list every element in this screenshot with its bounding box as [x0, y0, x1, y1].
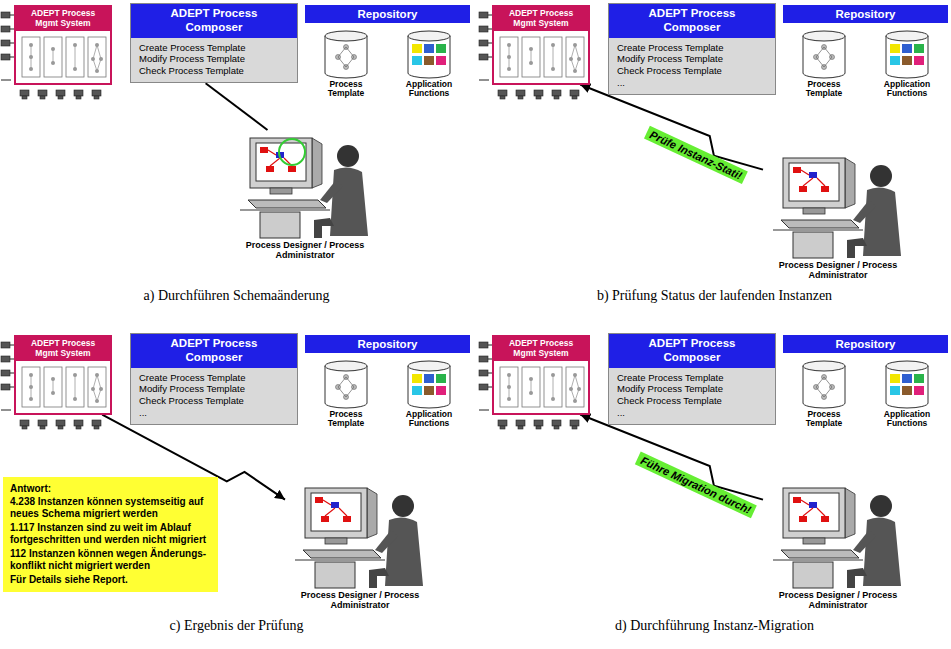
answer-line: Für Details siehe Report.: [10, 574, 211, 586]
panel-caption: c) Ergebnis der Prüfung: [0, 618, 473, 634]
lightning-arrow: [580, 85, 763, 170]
workstation: Process Designer / Process Administrator: [285, 480, 435, 611]
menu-item: ...: [609, 407, 775, 419]
cylinder-picture: [884, 30, 930, 80]
panel-caption: a) Durchführen Schemaänderung: [0, 288, 473, 304]
menu-item: Modify Process Template: [131, 383, 297, 395]
figure-label: Process Designer / Process Administrator: [763, 260, 913, 281]
cylinder-picture: [406, 30, 452, 80]
panel-caption: d) Durchführung Instanz-Migration: [478, 618, 951, 634]
connector-line: [206, 83, 268, 130]
process-overview-picture: [16, 361, 110, 413]
box-title: ADEPT Process Mgmt System: [494, 7, 588, 31]
box-title: Repository: [783, 335, 948, 353]
menu-item: Check Process Template: [609, 65, 775, 77]
menu-item: ...: [609, 77, 775, 89]
figure-label: Application Functions: [874, 80, 940, 99]
computer-user-picture: [763, 480, 913, 590]
database-cylinder: Process Template: [316, 360, 376, 429]
menu-item: Create Process Template: [609, 372, 775, 384]
workstation: Process Designer / Process Administrator: [230, 130, 380, 261]
box-title: ADEPT Process Mgmt System: [494, 337, 588, 361]
box-title: Repository: [305, 335, 470, 353]
answer-box: Antwort: 4.238 Instanzen können systemsei…: [3, 477, 218, 592]
menu-item: ...: [131, 407, 297, 419]
cylinder-picture: [801, 360, 847, 410]
box-title: ADEPT Process Composer: [131, 334, 297, 368]
menu-item: Modify Process Template: [609, 53, 775, 65]
cylinder-picture: [406, 360, 452, 410]
composer-box: ADEPT Process ComposerCreate Process Tem…: [130, 333, 298, 425]
box-title: ADEPT Process Composer: [131, 4, 297, 38]
figure-label: Application Functions: [396, 80, 462, 99]
box-title: ADEPT Process Mgmt System: [16, 337, 110, 361]
menu-item: Create Process Template: [609, 42, 775, 54]
cylinder-picture: [884, 360, 930, 410]
figure-label: Application Functions: [874, 410, 940, 429]
system-box: ADEPT Process Mgmt System: [492, 5, 590, 85]
system-box: ADEPT Process Mgmt System: [14, 335, 112, 415]
menu-item: Modify Process Template: [131, 53, 297, 65]
process-overview-picture: [16, 31, 110, 83]
process-overview-picture: [494, 31, 588, 83]
database-cylinder: Application Functions: [874, 360, 940, 429]
answer-line: 1.117 Instanzen sind zu weit im Ablauf f…: [10, 522, 211, 546]
process-overview-picture: [494, 361, 588, 413]
repository-bar: Repository: [783, 5, 948, 23]
figure-label: Process Designer / Process Administrator: [763, 590, 913, 611]
figure-label: Process Template: [794, 80, 854, 99]
figure-label: Process Template: [316, 410, 376, 429]
figure-label: Process Designer / Process Administrator: [230, 240, 380, 261]
database-cylinder: Process Template: [794, 360, 854, 429]
command-label: Prüfe Instanz-Stati!: [644, 126, 748, 184]
figure-label: Process Template: [316, 80, 376, 99]
menu-item: Create Process Template: [131, 372, 297, 384]
cylinder-picture: [801, 30, 847, 80]
figure-label: Application Functions: [396, 410, 462, 429]
computer-user-picture: [285, 480, 435, 590]
database-cylinder: Process Template: [794, 30, 854, 99]
panel-caption: b) Prüfung Status der laufenden Instanze…: [478, 288, 951, 304]
composer-box: ADEPT Process ComposerCreate Process Tem…: [608, 3, 776, 95]
computer-user-picture: [763, 150, 913, 260]
system-box: ADEPT Process Mgmt System: [14, 5, 112, 85]
database-cylinder: Application Functions: [396, 360, 462, 429]
workstation: Process Designer / Process Administrator: [763, 480, 913, 611]
repository-bar: Repository: [305, 5, 470, 23]
menu-item: Modify Process Template: [609, 383, 775, 395]
composer-box: ADEPT Process ComposerCreate Process Tem…: [608, 333, 776, 425]
repository-bar: Repository: [305, 335, 470, 353]
box-title: ADEPT Process Mgmt System: [16, 7, 110, 31]
box-title: Repository: [305, 5, 470, 23]
box-title: Repository: [783, 5, 948, 23]
composer-box: ADEPT Process ComposerCreate Process Tem…: [130, 3, 298, 83]
repository-bar: Repository: [783, 335, 948, 353]
database-cylinder: Process Template: [316, 30, 376, 99]
database-cylinder: Application Functions: [874, 30, 940, 99]
menu-item: Create Process Template: [131, 42, 297, 54]
menu-item: Check Process Template: [131, 65, 297, 77]
computer-user-picture: [230, 130, 380, 240]
menu-item: Check Process Template: [609, 395, 775, 407]
answer-line: 4.238 Instanzen können systemseitig auf …: [10, 496, 211, 520]
cylinder-picture: [323, 30, 369, 80]
system-box: ADEPT Process Mgmt System: [492, 335, 590, 415]
figure-label: Process Designer / Process Administrator: [285, 590, 435, 611]
box-title: ADEPT Process Composer: [609, 4, 775, 38]
database-cylinder: Application Functions: [396, 30, 462, 99]
workstation: Process Designer / Process Administrator: [763, 150, 913, 281]
lightning-arrow: [580, 415, 763, 500]
command-label: Führe Migration durch!: [635, 452, 757, 519]
answer-heading: Antwort:: [10, 483, 211, 494]
cylinder-picture: [323, 360, 369, 410]
answer-line: 112 Instanzen können wegen Änderungs-kon…: [10, 548, 211, 572]
menu-item: Check Process Template: [131, 395, 297, 407]
box-title: ADEPT Process Composer: [609, 334, 775, 368]
figure-label: Process Template: [794, 410, 854, 429]
